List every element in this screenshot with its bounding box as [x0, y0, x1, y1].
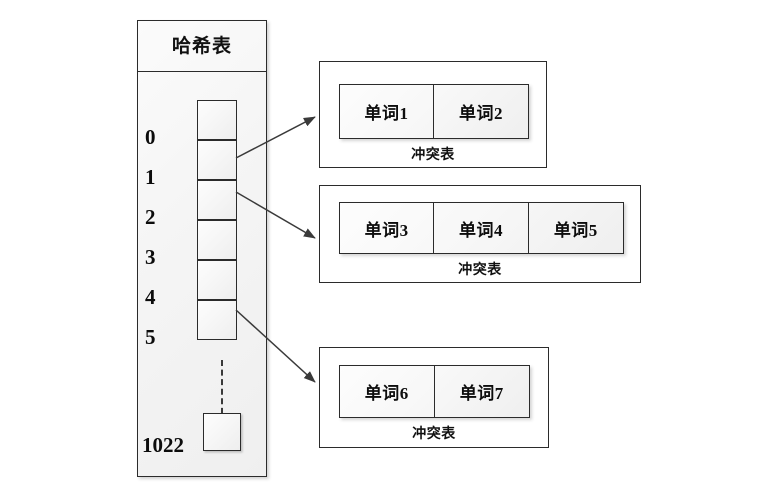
word-cell[interactable]: 单词7 — [459, 384, 504, 403]
collision-table-3-cells: 单词6 单词7 — [339, 365, 530, 418]
slot-index-5: 5 — [145, 325, 156, 349]
word-cell[interactable]: 单词1 — [340, 85, 434, 138]
word-cell[interactable]: 单词5 — [553, 220, 598, 240]
dashed-continuation-line — [221, 360, 223, 433]
hash-table-title: 哈希表 — [138, 21, 266, 72]
word-cell[interactable]: 单词2 — [459, 104, 503, 123]
hash-slot-2[interactable] — [197, 180, 237, 220]
word-cell[interactable]: 单词4 — [434, 203, 529, 253]
slot-index-0: 0 — [145, 125, 156, 149]
collision-table-2-caption: 冲突表 — [458, 263, 502, 278]
slot-index-3: 3 — [145, 245, 156, 269]
collision-table-2-cells: 单词3 单词4 单词5 — [339, 202, 624, 254]
hash-slot-1022[interactable] — [203, 413, 241, 451]
word-cell[interactable]: 单词3 — [340, 203, 435, 253]
slot-index-1: 1 — [145, 165, 156, 189]
hash-slot-4[interactable] — [197, 260, 237, 300]
hash-slot-1[interactable] — [197, 140, 237, 180]
collision-table-1-cells: 单词1 单词2 — [339, 84, 529, 139]
word-cell[interactable]: 单词6 — [340, 366, 435, 417]
collision-table-2: 单词3 单词4 单词5 冲突表 — [319, 185, 641, 283]
slot-index-4: 4 — [145, 285, 156, 309]
collision-table-1: 单词1 单词2 冲突表 — [319, 61, 547, 168]
hash-slot-3[interactable] — [197, 220, 237, 260]
collision-table-3: 单词6 单词7 冲突表 — [319, 347, 549, 448]
hash-slot-0[interactable] — [197, 100, 237, 140]
slot-index-2: 2 — [145, 205, 156, 229]
hash-slot-5[interactable] — [197, 300, 237, 340]
hash-table-container: 哈希表 0 1 2 3 4 5 1022 — [137, 20, 267, 477]
collision-table-1-caption: 冲突表 — [411, 148, 455, 163]
collision-table-3-caption: 冲突表 — [412, 427, 456, 442]
slot-index-1022: 1022 — [142, 433, 184, 457]
